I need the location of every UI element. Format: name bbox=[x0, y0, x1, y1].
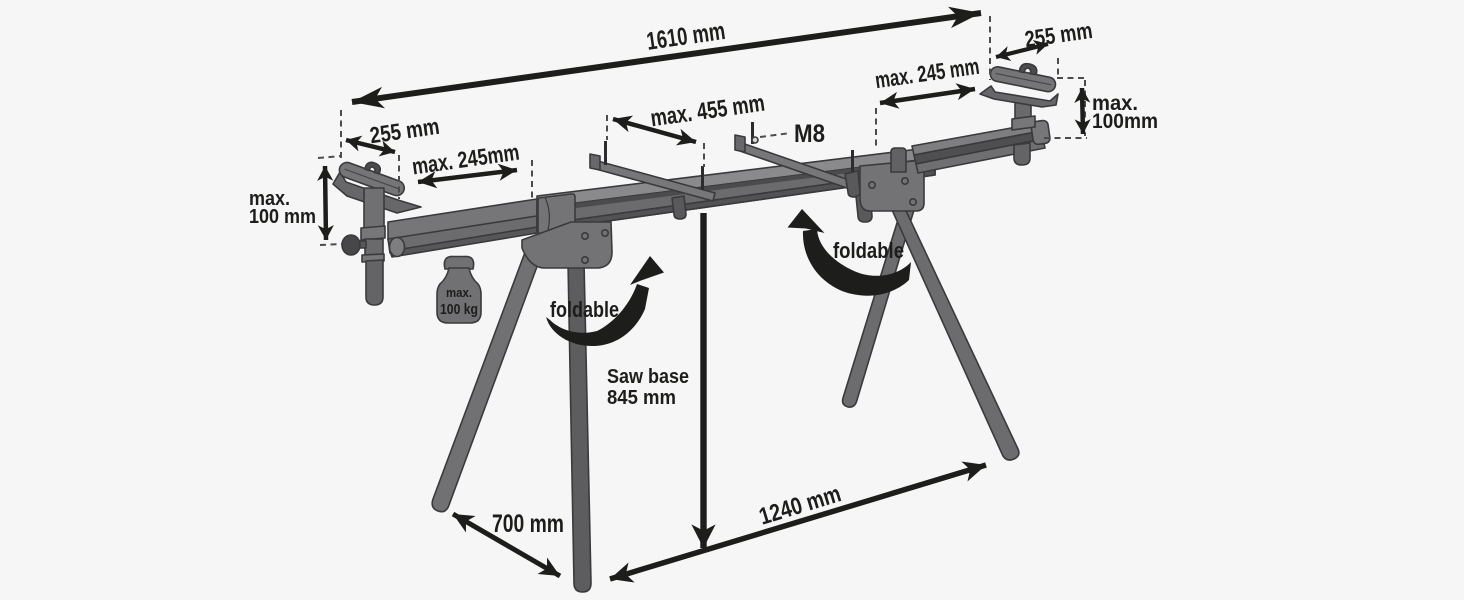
svg-text:max.: max. bbox=[249, 188, 290, 210]
svg-text:max.: max. bbox=[1092, 92, 1138, 115]
svg-text:100 mm: 100 mm bbox=[249, 206, 316, 228]
svg-text:700 mm: 700 mm bbox=[492, 510, 564, 538]
svg-text:max.: max. bbox=[446, 285, 472, 300]
svg-text:845 mm: 845 mm bbox=[607, 387, 676, 409]
svg-text:Saw base: Saw base bbox=[607, 366, 689, 388]
svg-text:100 kg: 100 kg bbox=[440, 302, 478, 318]
svg-text:foldable: foldable bbox=[550, 297, 619, 322]
svg-text:100mm: 100mm bbox=[1092, 110, 1158, 133]
svg-text:M8: M8 bbox=[794, 120, 825, 148]
svg-text:foldable: foldable bbox=[833, 238, 904, 263]
